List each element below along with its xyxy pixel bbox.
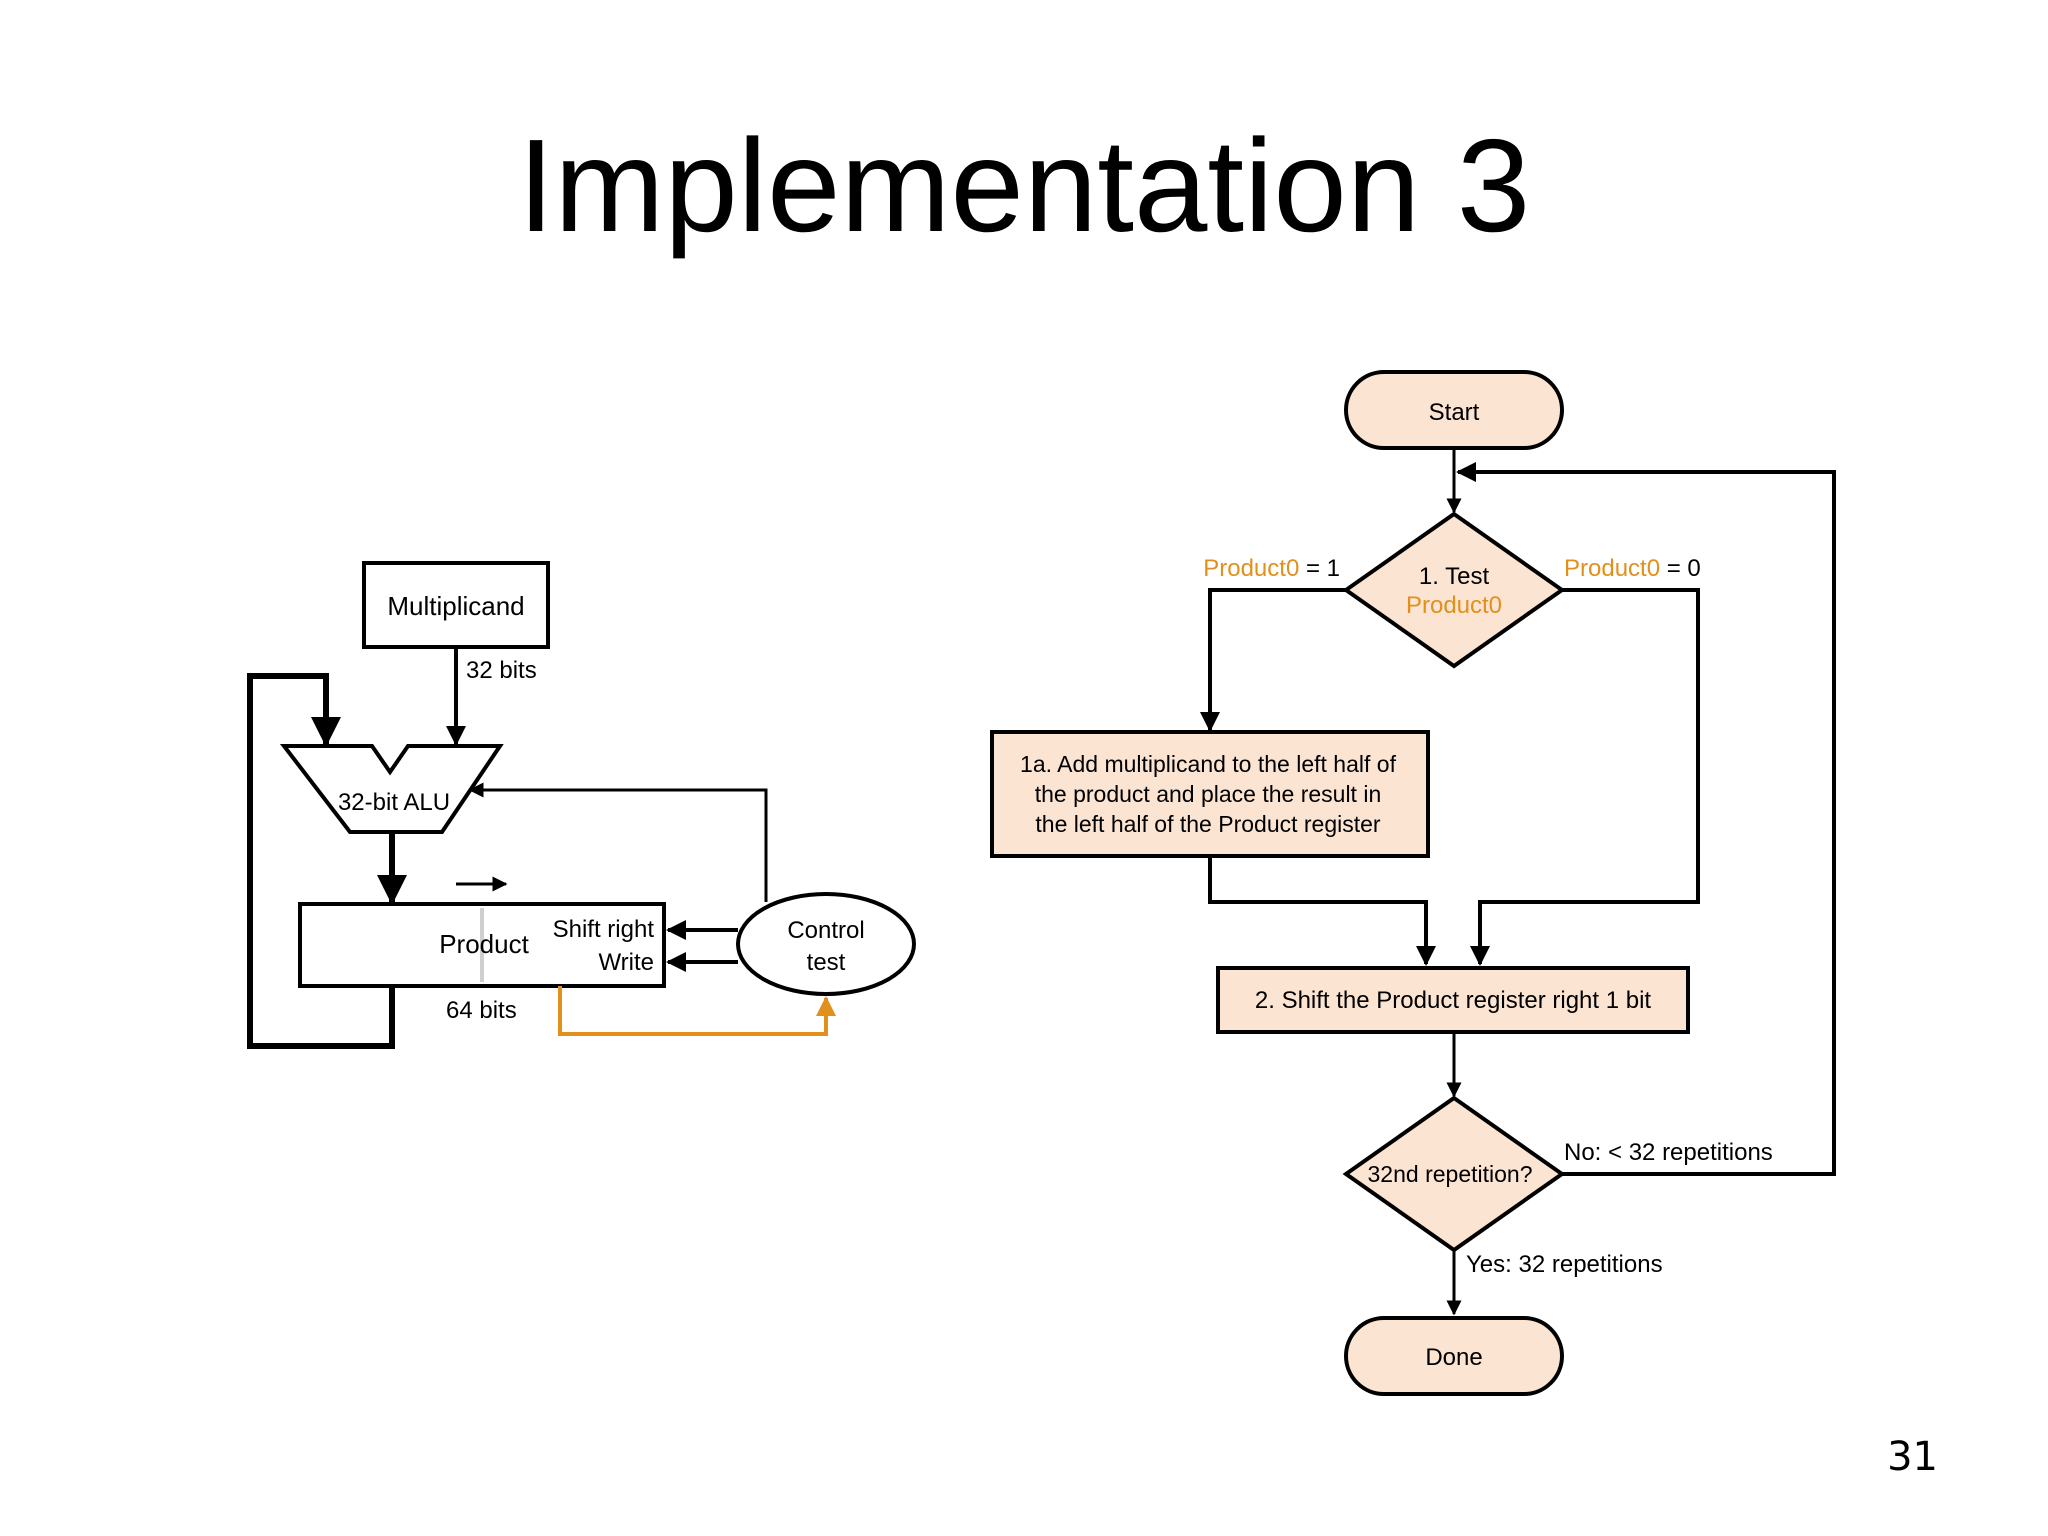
control-label-line1: Control: [787, 917, 864, 944]
alu-control-signal: [468, 782, 768, 902]
step-1a-line1: 1a. Add multiplicand to the left half of: [1020, 751, 1397, 777]
step-1a-to-step-2-line: [1208, 856, 1436, 966]
condition-right-label: Product0 = 0: [1564, 555, 1701, 582]
multiplicand-label: Multiplicand: [387, 591, 524, 621]
product0-test-line: [558, 986, 836, 1036]
test-label-line1: 1. Test: [1419, 563, 1490, 590]
condition-right-var: Product0: [1564, 555, 1660, 582]
hardware-diagram: Multiplicand 32 bits 32-bit ALU Product …: [247, 561, 916, 1049]
branch-zero-line: [1470, 588, 1700, 966]
slide-title: Implementation 3: [517, 112, 1531, 259]
done-label: Done: [1425, 1344, 1482, 1371]
step-2-label: 2. Shift the Product register right 1 bi…: [1255, 987, 1652, 1014]
product-label: Product: [439, 929, 529, 959]
yes-branch-label: Yes: 32 repetitions: [1466, 1251, 1663, 1278]
done-node: [1344, 1316, 1564, 1396]
condition-left-var: Product0: [1203, 555, 1299, 582]
step-1a-line2: the product and place the result in: [1035, 781, 1382, 807]
control-label-line2: test: [807, 949, 846, 976]
shift-right-label: Shift right: [553, 916, 655, 943]
bus-64-label: 64 bits: [446, 997, 517, 1024]
control-test-ellipse: [736, 892, 916, 996]
alu-shape: [279, 744, 504, 834]
condition-left-label: Product0 = 1: [1203, 555, 1340, 582]
step-1a-box: [990, 730, 1430, 858]
condition-left-value: = 1: [1299, 555, 1340, 582]
flowchart: Start 1. Test Product0 Product0 = 1 Prod…: [990, 370, 1836, 1396]
alu-label: 32-bit ALU: [338, 789, 450, 816]
branch-one-line: [1200, 588, 1346, 732]
test-product0-diamond: [1342, 511, 1566, 669]
repetition-label: 32nd repetition?: [1368, 1161, 1533, 1187]
step-2-box: [1216, 966, 1690, 1034]
bus-32-label: 32 bits: [466, 657, 537, 684]
no-branch-label: No: < 32 repetitions: [1564, 1139, 1773, 1166]
step-1a-line3: the left half of the Product register: [1035, 811, 1381, 837]
write-label: Write: [598, 949, 654, 976]
page-number: 31: [1887, 1434, 1938, 1480]
loop-back-line: [1456, 462, 1836, 1176]
condition-right-value: = 0: [1660, 555, 1701, 582]
start-label: Start: [1429, 399, 1480, 426]
feedback-loop: [247, 673, 395, 1049]
test-label-line2: Product0: [1406, 592, 1502, 619]
